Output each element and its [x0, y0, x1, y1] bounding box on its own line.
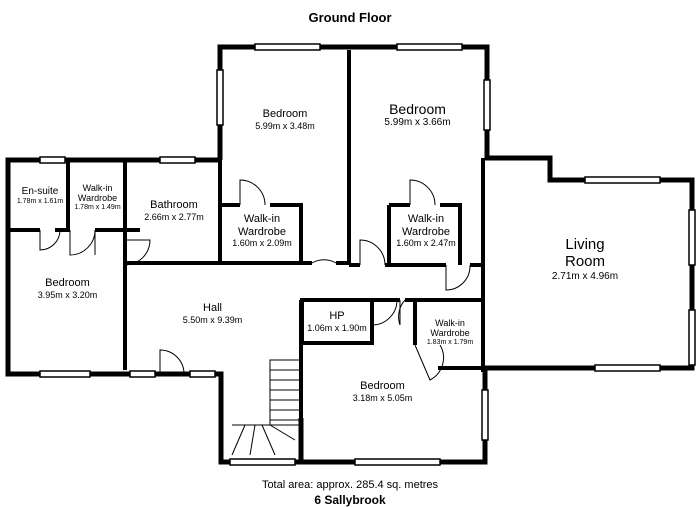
- room-name: Hall: [203, 302, 222, 314]
- room-name: HP: [329, 310, 345, 322]
- room-name-2: Wardrobe: [402, 225, 450, 238]
- room-name-1: Walk-in: [435, 318, 465, 328]
- room-dims: 2.71m x 4.96m: [551, 270, 619, 282]
- wardrobe-small-label: Walk-in Wardrobe 1.78m x 1.49m: [70, 183, 125, 212]
- room-dims: 5.50m x 9.39m: [182, 314, 243, 325]
- bedroom-top-label: Bedroom 5.99m x 3.48m: [230, 108, 340, 131]
- hall-label: Hall 5.50m x 9.39m: [165, 302, 260, 325]
- room-name: Bathroom: [150, 199, 198, 211]
- room-name-1: Living: [565, 236, 605, 253]
- room-name-2: Wardrobe: [430, 328, 470, 339]
- room-name-2: Room: [564, 253, 605, 271]
- ensuite-label: En-suite 1.78m x 1.61m: [12, 186, 68, 206]
- room-dims: 1.83m x 1.79m: [426, 338, 474, 346]
- room-name: Bedroom: [389, 101, 446, 117]
- inner-walls: [10, 50, 485, 420]
- bedroom-left-label: Bedroom 3.95m x 3.20m: [20, 277, 115, 300]
- staircase: [231, 359, 301, 456]
- windows: [39, 43, 696, 466]
- room-dims: 1.78m x 1.49m: [74, 203, 121, 211]
- room-dims: 2.66m x 2.77m: [144, 211, 204, 222]
- room-name-2: Wardrobe: [77, 193, 118, 204]
- room-dims: 1.60m x 2.47m: [396, 238, 456, 249]
- room-name: Bedroom: [45, 277, 90, 289]
- room-dims: 3.18m x 5.05m: [352, 392, 413, 403]
- living-room-label: Living Room 2.71m x 4.96m: [520, 236, 650, 282]
- room-dims: 5.99m x 3.66m: [384, 117, 451, 129]
- bathroom-label: Bathroom 2.66m x 2.77m: [130, 199, 218, 222]
- room-name: Bedroom: [262, 108, 308, 120]
- room-name-1: Walk-in: [82, 183, 113, 193]
- room-dims: 5.99m x 3.48m: [255, 120, 315, 131]
- doors: [39, 179, 471, 381]
- room-name-1: Walk-in: [243, 213, 281, 225]
- total-area: Total area: approx. 285.4 sq. metres: [261, 479, 439, 491]
- hp-label: HP 1.06m x 1.90m: [303, 310, 371, 333]
- room-name-1: Walk-in: [407, 213, 445, 225]
- wardrobe-b-label: Walk-in Wardrobe 1.60m x 2.47m: [393, 213, 459, 249]
- room-dims: 1.60m x 2.09m: [232, 238, 292, 249]
- floor-title: Ground Floor: [308, 10, 392, 25]
- room-dims: 3.95m x 3.20m: [37, 289, 98, 300]
- room-name: Bedroom: [360, 380, 405, 392]
- wardrobe-c-label: Walk-in Wardrobe 1.83m x 1.79m: [420, 318, 480, 347]
- room-name: En-suite: [21, 186, 59, 197]
- bedroom-bottom-label: Bedroom 3.18m x 5.05m: [330, 380, 435, 403]
- wardrobe-a-label: Walk-in Wardrobe 1.60m x 2.09m: [226, 213, 298, 249]
- room-dims: 1.78m x 1.61m: [16, 197, 64, 205]
- bedroom-top-right-label: Bedroom 5.99m x 3.66m: [360, 101, 475, 129]
- room-dims: 1.06m x 1.90m: [307, 322, 367, 333]
- room-name-2: Wardrobe: [238, 225, 286, 238]
- address: 6 Sallybrook: [314, 493, 386, 507]
